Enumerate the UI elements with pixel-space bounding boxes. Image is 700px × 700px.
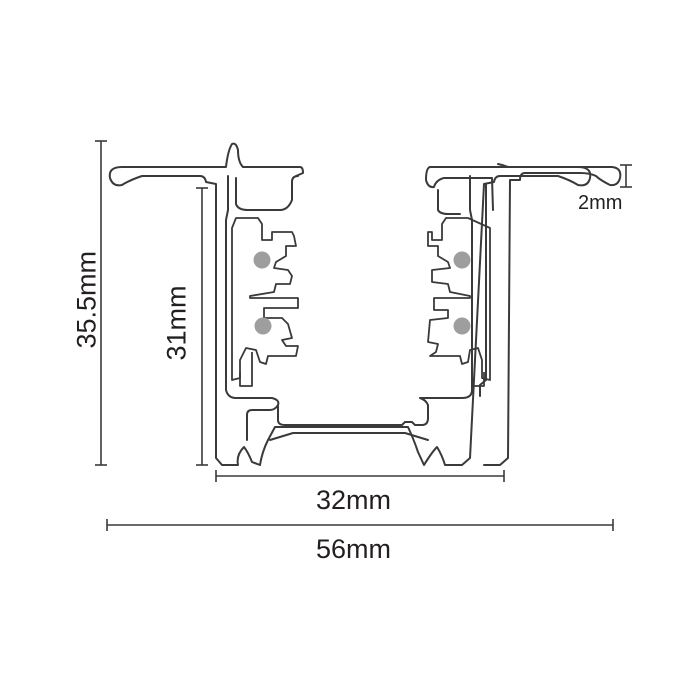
dim-line-31mm bbox=[196, 187, 208, 466]
inner-width-label: 32mm bbox=[316, 485, 392, 515]
right-flange-outline bbox=[429, 166, 622, 466]
total-width-label: 56mm bbox=[316, 534, 392, 564]
dim-line-56mm bbox=[106, 519, 614, 531]
left-flange-outline bbox=[108, 163, 592, 466]
height-total-label: 35.5mm bbox=[71, 250, 102, 349]
flange-thickness-label: 2mm bbox=[578, 192, 623, 214]
left-lower-contact bbox=[254, 317, 272, 335]
left-upper-contact bbox=[253, 251, 271, 269]
right-connector-block bbox=[427, 217, 491, 387]
dim-line-2mm bbox=[620, 164, 632, 188]
dim-line-35-5mm bbox=[95, 140, 107, 466]
height-inner-label: 31mm bbox=[161, 285, 192, 361]
right-upper-contact bbox=[453, 251, 471, 269]
bottom-channel bbox=[277, 175, 473, 426]
dim-line-32mm bbox=[215, 470, 505, 482]
right-lower-contact bbox=[453, 317, 471, 335]
left-connector-block bbox=[231, 217, 299, 387]
